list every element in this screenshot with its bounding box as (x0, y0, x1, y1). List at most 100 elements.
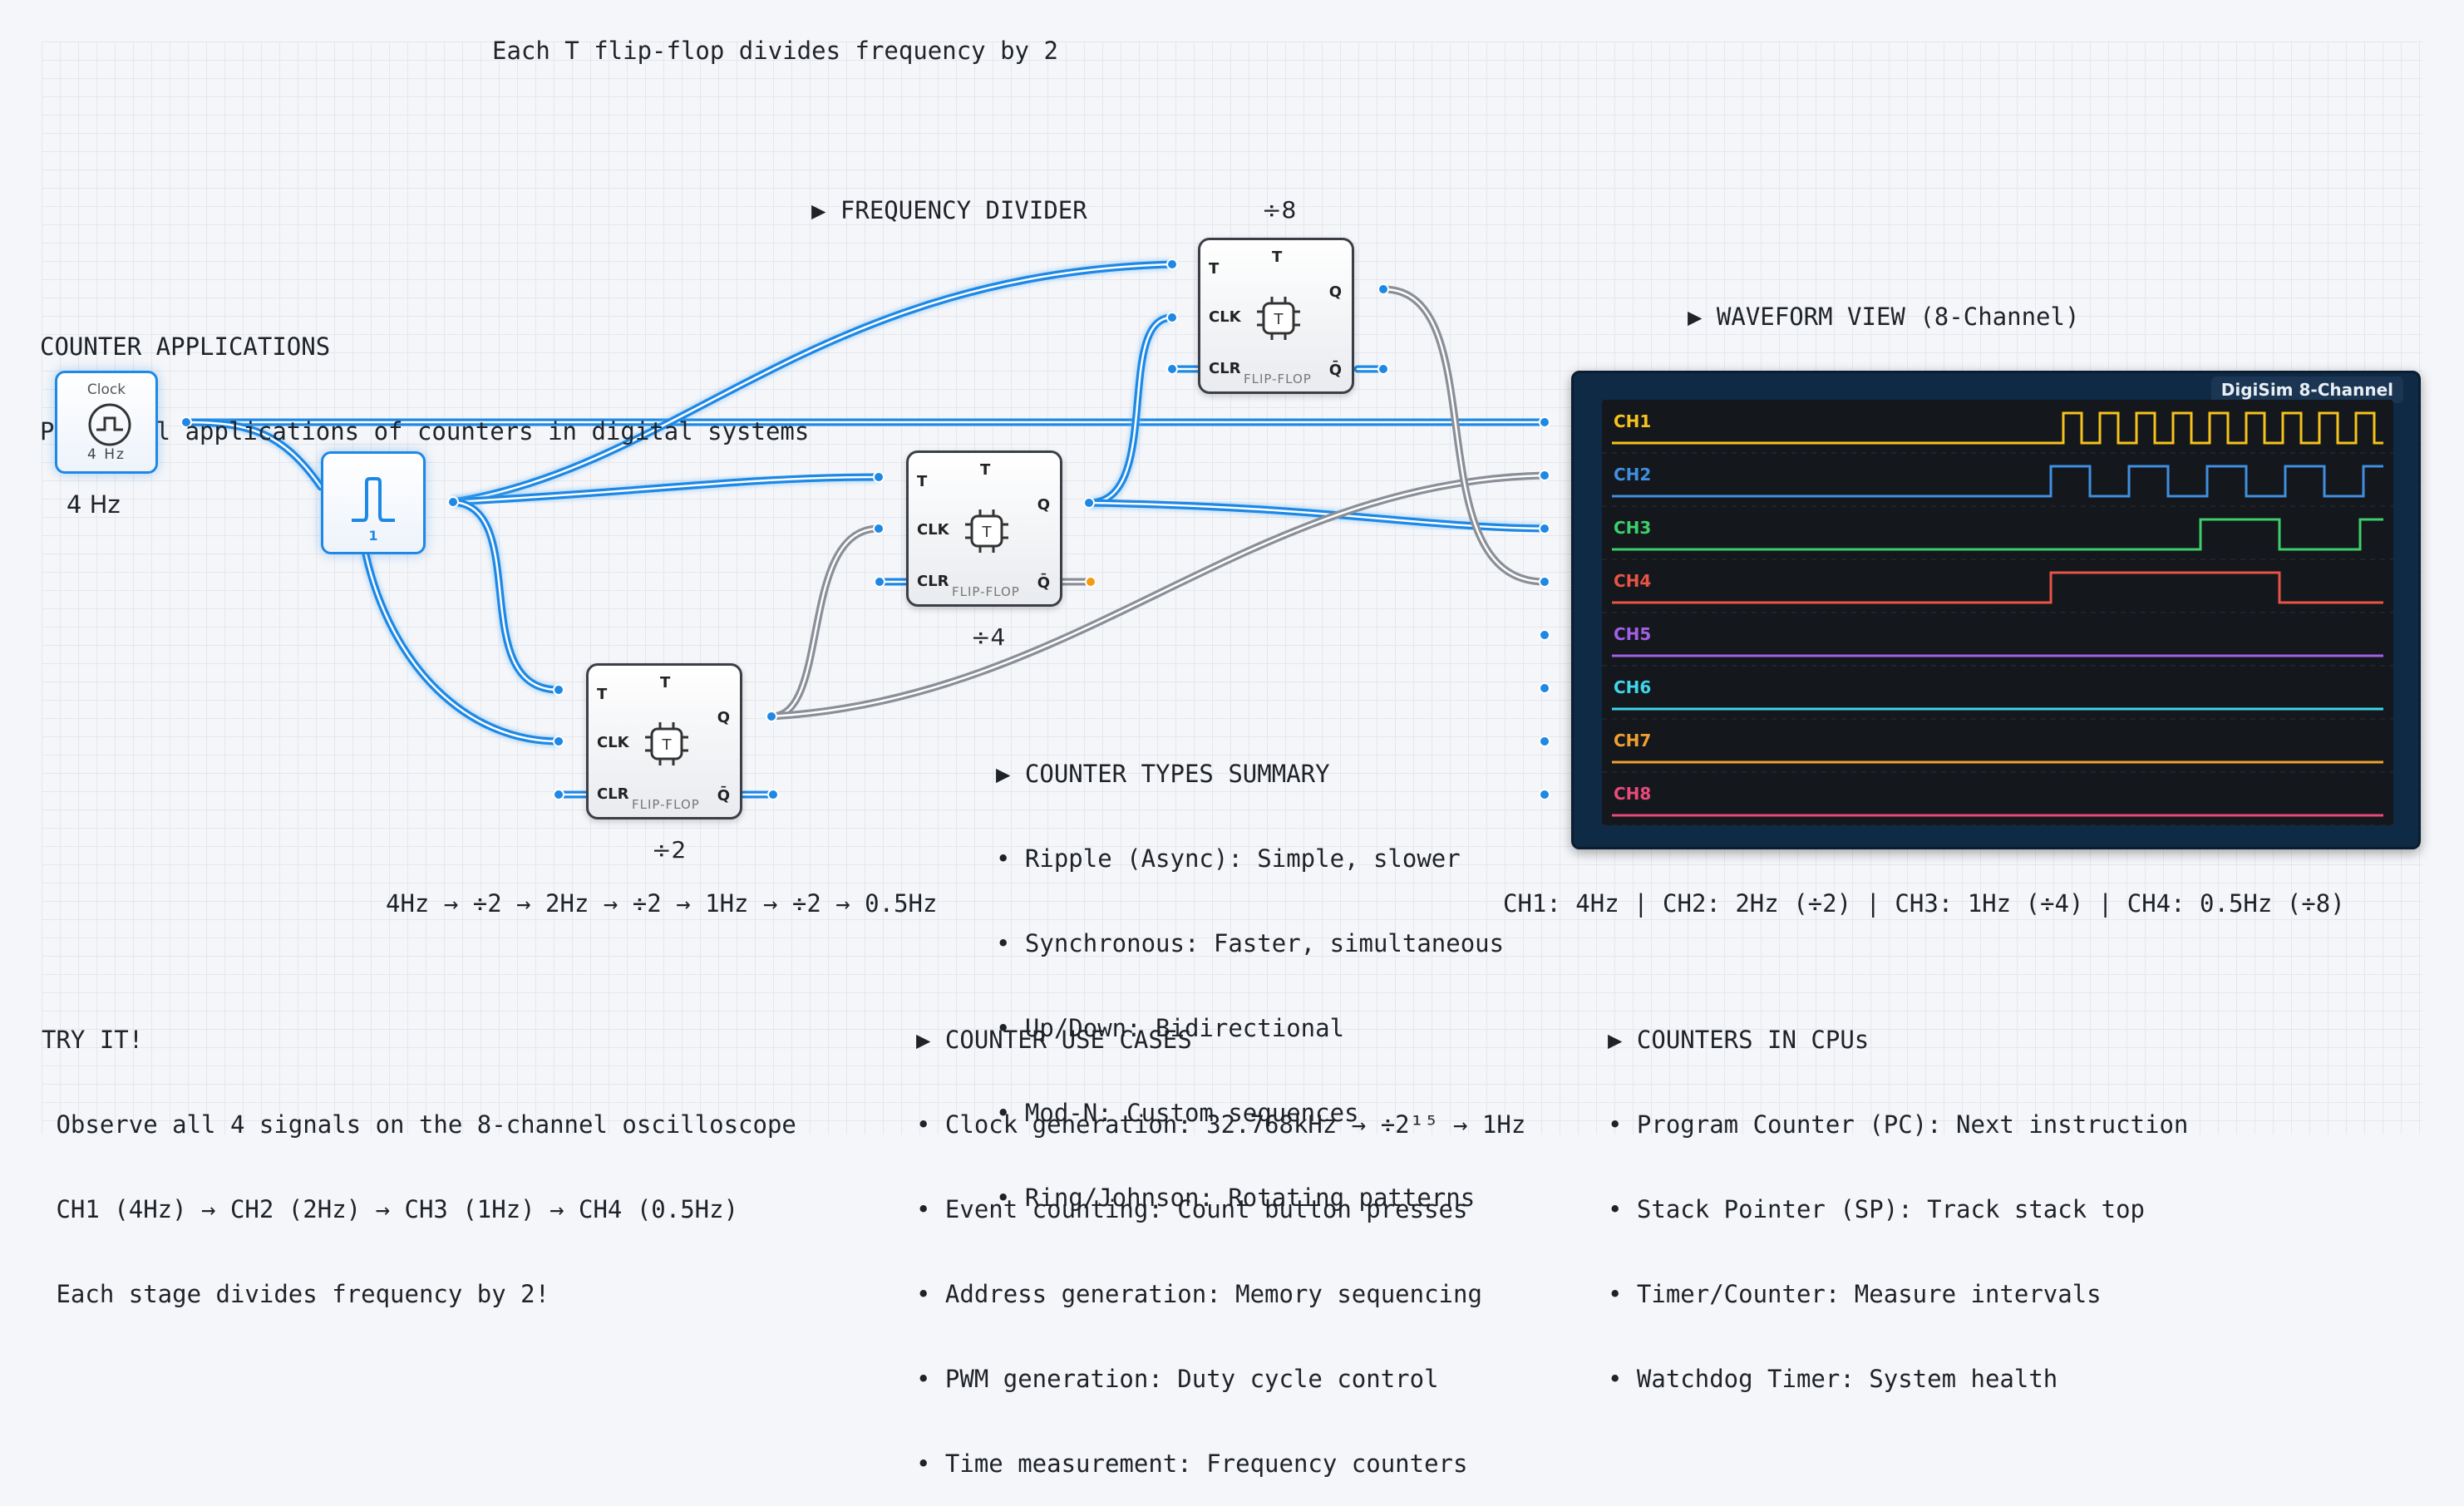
try-line-3: Each stage divides frequency by 2! (42, 1280, 550, 1308)
trace-ch2 (1612, 465, 2383, 498)
chip-icon: T (645, 722, 688, 765)
pulse-generator[interactable]: 1 (321, 451, 426, 554)
wire-pulse-ff1-t-glow (452, 497, 559, 695)
ff2-divide-label: ÷4 (971, 623, 1006, 651)
channel-summary: CH1: 4Hz | CH2: 2Hz (÷2) | CH3: 1Hz (÷4)… (1503, 889, 2345, 918)
pin-8 (873, 523, 885, 534)
pin-0 (180, 416, 192, 428)
pin-14 (1377, 283, 1389, 295)
pin-16 (1539, 416, 1550, 428)
wire-pulse-ff2-t-core (451, 475, 880, 504)
try-title: TRY IT! (42, 1026, 144, 1054)
pin-4 (553, 789, 564, 800)
wire-ff2q-ch3-core (1087, 501, 1546, 530)
output-wires[interactable] (767, 285, 1549, 721)
ff1-divide-label: ÷2 (652, 836, 687, 864)
wire-clock-pulse-core (185, 421, 323, 489)
ff3-qbar-pin-label: Q̄ (1328, 362, 1342, 379)
flip-flop-1[interactable]: T T CLK CLR Q Q̄ T FLIP-FLOP (586, 663, 742, 819)
wire-pulse-ff1-clk-core (364, 553, 560, 743)
ff2-type-label: T (980, 461, 991, 479)
types-item-1: • Ripple (Async): Simple, slower (996, 844, 1461, 873)
ff3-type-label: T (1272, 249, 1283, 266)
uses-item-4: • PWM generation: Duty cycle control (916, 1365, 1439, 1393)
pin-5 (766, 711, 777, 722)
channel-label-ch6: CH6 (1614, 677, 1652, 697)
wire-ff2q-ff3-clk (1085, 313, 1176, 507)
ff2-clk-pin-label: CLK (917, 521, 949, 539)
cpu-item-4: • Watchdog Timer: System health (1608, 1365, 2058, 1393)
channel-label-ch3: CH3 (1614, 518, 1652, 538)
chip-icon: T (965, 509, 1008, 553)
uses-item-2: • Event counting: Count button presses (916, 1195, 1468, 1223)
pin-10 (1083, 497, 1095, 509)
chip-icon: T (1257, 297, 1300, 340)
flip-flop-2[interactable]: T T CLK CLR Q Q̄ T FLIP-FLOP (906, 450, 1062, 607)
pin-6 (767, 789, 779, 800)
wire-pulse-ff1-t (449, 498, 563, 694)
try-line-1: Observe all 4 signals on the 8-channel o… (42, 1110, 796, 1139)
pin-20 (1539, 629, 1550, 641)
pin-ff2-qbar (1085, 576, 1096, 588)
ff1-clk-pin-label: CLK (597, 734, 629, 751)
clock-source[interactable]: Clock 4 Hz (55, 371, 158, 474)
pin-19 (1539, 576, 1550, 588)
ff1-q-pin-label: Q (717, 709, 730, 726)
wire-pins[interactable] (180, 258, 1550, 800)
frequency-divider-title: ▶ FREQUENCY DIVIDER (811, 196, 1087, 224)
pin-9 (874, 576, 885, 588)
trace-ch4 (1612, 571, 2383, 604)
cpu-title: ▶ COUNTERS IN CPUs (1608, 1026, 1870, 1054)
ff1-name: FLIP-FLOP (632, 797, 700, 812)
pulse-label: 1 (368, 528, 378, 544)
counter-use-cases: ▶ COUNTER USE CASES • Clock generation: … (916, 969, 1525, 1506)
trace-ch3 (1612, 518, 2383, 551)
cpu-item-3: • Timer/Counter: Measure intervals (1608, 1280, 2102, 1308)
wire-ff3q-ch4-core (1382, 288, 1546, 583)
types-item-2: • Synchronous: Faster, simultaneous (996, 929, 1505, 957)
wire-ff2q-ff3-clk-glow (1088, 313, 1173, 508)
uses-title: ▶ COUNTER USE CASES (916, 1026, 1192, 1054)
waveform-display (1602, 411, 2393, 826)
try-it-panel: TRY IT! Observe all 4 signals on the 8-c… (42, 969, 796, 1336)
clock-caption: 4 Hz (67, 490, 121, 519)
app-title: COUNTER APPLICATIONS (40, 332, 331, 361)
clock-label: Clock (86, 381, 126, 398)
ff2-q-pin-label: Q (1037, 496, 1050, 514)
signal-wires[interactable] (182, 259, 1549, 800)
channel-label-ch2: CH2 (1614, 465, 1652, 485)
ff2-glyph: T (982, 524, 993, 541)
types-title: ▶ COUNTER TYPES SUMMARY (996, 760, 1330, 788)
channel-label-ch8: CH8 (1614, 784, 1652, 804)
wire-ff2q-ff3-clk-core (1087, 316, 1174, 504)
pin-23 (1539, 789, 1550, 800)
ff3-glyph: T (1274, 311, 1284, 328)
uses-item-3: • Address generation: Memory sequencing (916, 1280, 1482, 1308)
counter-types-summary: ▶ COUNTER TYPES SUMMARY • Ripple (Async)… (996, 703, 1504, 1240)
uses-item-5: • Time measurement: Frequency counters (916, 1449, 1468, 1478)
flip-flop-3[interactable]: T T CLK CLR Q Q̄ T FLIP-FLOP (1198, 238, 1354, 394)
wire-ff3q-ch4 (1379, 285, 1549, 586)
wire-ff1q-ff2-clk-core (770, 527, 880, 718)
ff3-name: FLIP-FLOP (1244, 372, 1312, 386)
types-item-4: • Mod-N: Custom sequences (996, 1099, 1359, 1127)
wire-ff1q-ch2 (767, 471, 1549, 721)
channel-label-ch1: CH1 (1614, 411, 1652, 431)
waveform-title: ▶ WAVEFORM VIEW (8-Channel) (1688, 303, 2080, 331)
clock-wave-icon (88, 403, 131, 446)
scope-brand: DigiSim 8-Channel (2210, 376, 2403, 403)
ff1-glyph: T (662, 736, 673, 754)
ff3-clr-pin-label: CLR (1209, 360, 1241, 377)
cpu-item-1: • Program Counter (PC): Next instruction (1608, 1110, 2189, 1139)
pin-1 (447, 496, 459, 508)
ff2-name: FLIP-FLOP (952, 584, 1020, 599)
channel-label-ch4: CH4 (1614, 571, 1652, 591)
cpu-item-2: • Stack Pointer (SP): Track stack top (1608, 1195, 2146, 1223)
ff3-clk-pin-label: CLK (1209, 308, 1241, 326)
try-line-2: CH1 (4Hz) → CH2 (2Hz) → CH3 (1Hz) → CH4 … (42, 1195, 739, 1223)
pin-12 (1166, 312, 1178, 323)
channel-label-ch7: CH7 (1614, 731, 1652, 751)
wire-pulse-ff3-t-core (451, 263, 1174, 504)
